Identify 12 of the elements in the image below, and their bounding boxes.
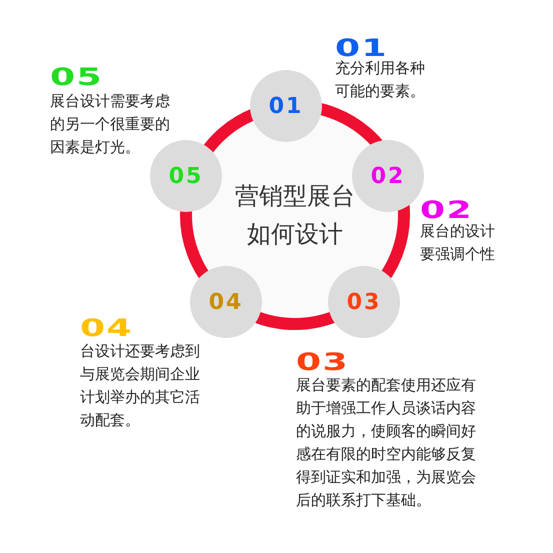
number-circle: 03 bbox=[328, 266, 400, 338]
step-description: 展台要素的配套使用还应有助于增强工作人员谈话内容的说服力，使顾客的瞬间好感在有限的时空内能够反复得到证实和加强，为展览会后的联系打下基础。 bbox=[296, 375, 477, 511]
step-number: 03 bbox=[296, 350, 350, 374]
step-description: 充分利用各种可能的要素。 bbox=[335, 58, 426, 102]
step-description: 台设计还要考虑到与展览会期间企业计划举办的其它活动配套。 bbox=[80, 341, 201, 431]
step-number: 05 bbox=[50, 65, 104, 89]
number-circle: 01 bbox=[250, 70, 322, 142]
step-number: 01 bbox=[335, 36, 388, 60]
number-circle: 05 bbox=[150, 140, 222, 212]
step-description: 展台的设计要强调个性 bbox=[420, 221, 496, 265]
number-circle: 04 bbox=[190, 266, 262, 338]
step-number: 04 bbox=[80, 316, 134, 340]
